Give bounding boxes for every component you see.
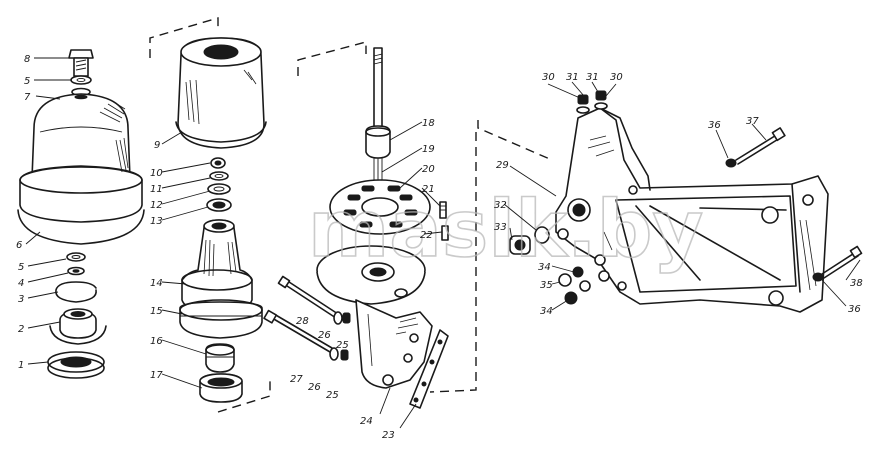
callout-33: 33 — [494, 222, 507, 233]
callout-4: 4 — [18, 278, 24, 289]
callout-18: 18 — [422, 118, 435, 129]
part-17-cup — [199, 373, 243, 403]
callout-5: 5 — [24, 76, 30, 87]
part-8-bolt — [68, 49, 94, 77]
callout-22: 22 — [420, 230, 433, 241]
callout-25: 25 — [336, 340, 349, 351]
callout-3: 3 — [18, 294, 24, 305]
part-23-gasket — [409, 329, 449, 409]
callout-21: 21 — [422, 184, 435, 195]
part-15-rotor-base — [179, 299, 263, 339]
callout-6: 6 — [16, 240, 22, 251]
part-21-fitting — [439, 201, 447, 219]
callout-2: 2 — [18, 324, 24, 335]
part-24-filter-base — [316, 245, 433, 389]
callout-28: 28 — [296, 316, 309, 327]
callout-13: 13 — [150, 216, 163, 227]
part-18-axle — [365, 47, 391, 190]
part-5-washer-lower — [66, 252, 86, 262]
part-32-ring — [534, 226, 550, 244]
callout-8: 8 — [24, 54, 30, 65]
part-9-rotor-cover — [175, 37, 267, 149]
part-33-bushing — [509, 235, 531, 255]
callout-37: 37 — [746, 116, 759, 127]
callout-36: 36 — [848, 304, 861, 315]
callout-16: 16 — [150, 336, 163, 347]
callout-20: 20 — [422, 164, 435, 175]
part-5-washer-top — [70, 75, 92, 85]
shaft-base-assembly — [263, 47, 449, 409]
callout-26: 26 — [318, 330, 331, 341]
part-34-nut — [564, 291, 578, 305]
part-28-bolt — [277, 275, 339, 319]
part-27-bolt — [263, 309, 333, 353]
callout-26: 26 — [308, 382, 321, 393]
part-35-washer — [558, 273, 572, 287]
callout-38: 38 — [850, 278, 863, 289]
callout-labels: 8 5 7 6 5 4 3 2 1 9 10 11 12 13 14 15 16… — [16, 54, 863, 441]
callout-15: 15 — [150, 306, 163, 317]
part-3-circlip — [55, 281, 97, 303]
mounting-bracket-assembly — [509, 90, 863, 313]
callout-34: 34 — [540, 306, 553, 317]
part-36-washer-lower — [812, 272, 824, 282]
callout-5: 5 — [18, 262, 24, 273]
callout-30: 30 — [542, 72, 555, 83]
callout-25: 25 — [326, 390, 339, 401]
callout-24: 24 — [360, 416, 373, 427]
assembly-dashed-guides — [149, 17, 553, 413]
part-12-ring — [207, 183, 231, 195]
part-2-bushing — [49, 308, 107, 345]
part-14-rotor-body — [181, 219, 253, 315]
part-37-bolt — [735, 127, 786, 165]
callout-10: 10 — [150, 168, 163, 179]
part-25-nuts — [340, 312, 351, 361]
callout-9: 9 — [154, 140, 160, 151]
part-30-31-nuts — [576, 90, 608, 114]
callout-30: 30 — [610, 72, 623, 83]
callout-19: 19 — [422, 144, 435, 155]
callout-29: 29 — [496, 160, 509, 171]
housing-cover-assembly — [17, 49, 145, 379]
callout-31: 31 — [566, 72, 579, 83]
callout-34: 34 — [538, 262, 551, 273]
part-16-bearing — [205, 343, 235, 373]
callout-14: 14 — [150, 278, 163, 289]
part-11-ring — [209, 171, 229, 181]
part-1-gasket — [47, 351, 105, 379]
callout-1: 1 — [18, 360, 24, 371]
part-36-washer-upper — [725, 158, 737, 168]
part-6-housing-cover — [17, 93, 145, 245]
callout-11: 11 — [150, 184, 163, 195]
callout-27: 27 — [290, 374, 303, 385]
part-29-bracket — [555, 107, 829, 313]
callout-23: 23 — [382, 430, 395, 441]
callout-17: 17 — [150, 370, 163, 381]
callout-7: 7 — [24, 92, 31, 103]
part-26-washers — [329, 311, 343, 361]
watermark-text: maslk.by — [308, 185, 703, 275]
callout-32: 32 — [494, 200, 507, 211]
part-20-filter-plate — [329, 179, 431, 235]
rotor-assembly — [175, 37, 267, 403]
callout-leaders — [25, 57, 861, 429]
part-22-plug — [441, 225, 449, 241]
callout-31: 31 — [586, 72, 599, 83]
callout-36: 36 — [708, 120, 721, 131]
part-38-bolt — [821, 245, 863, 279]
callout-35: 35 — [540, 280, 553, 291]
callout-12: 12 — [150, 200, 163, 211]
